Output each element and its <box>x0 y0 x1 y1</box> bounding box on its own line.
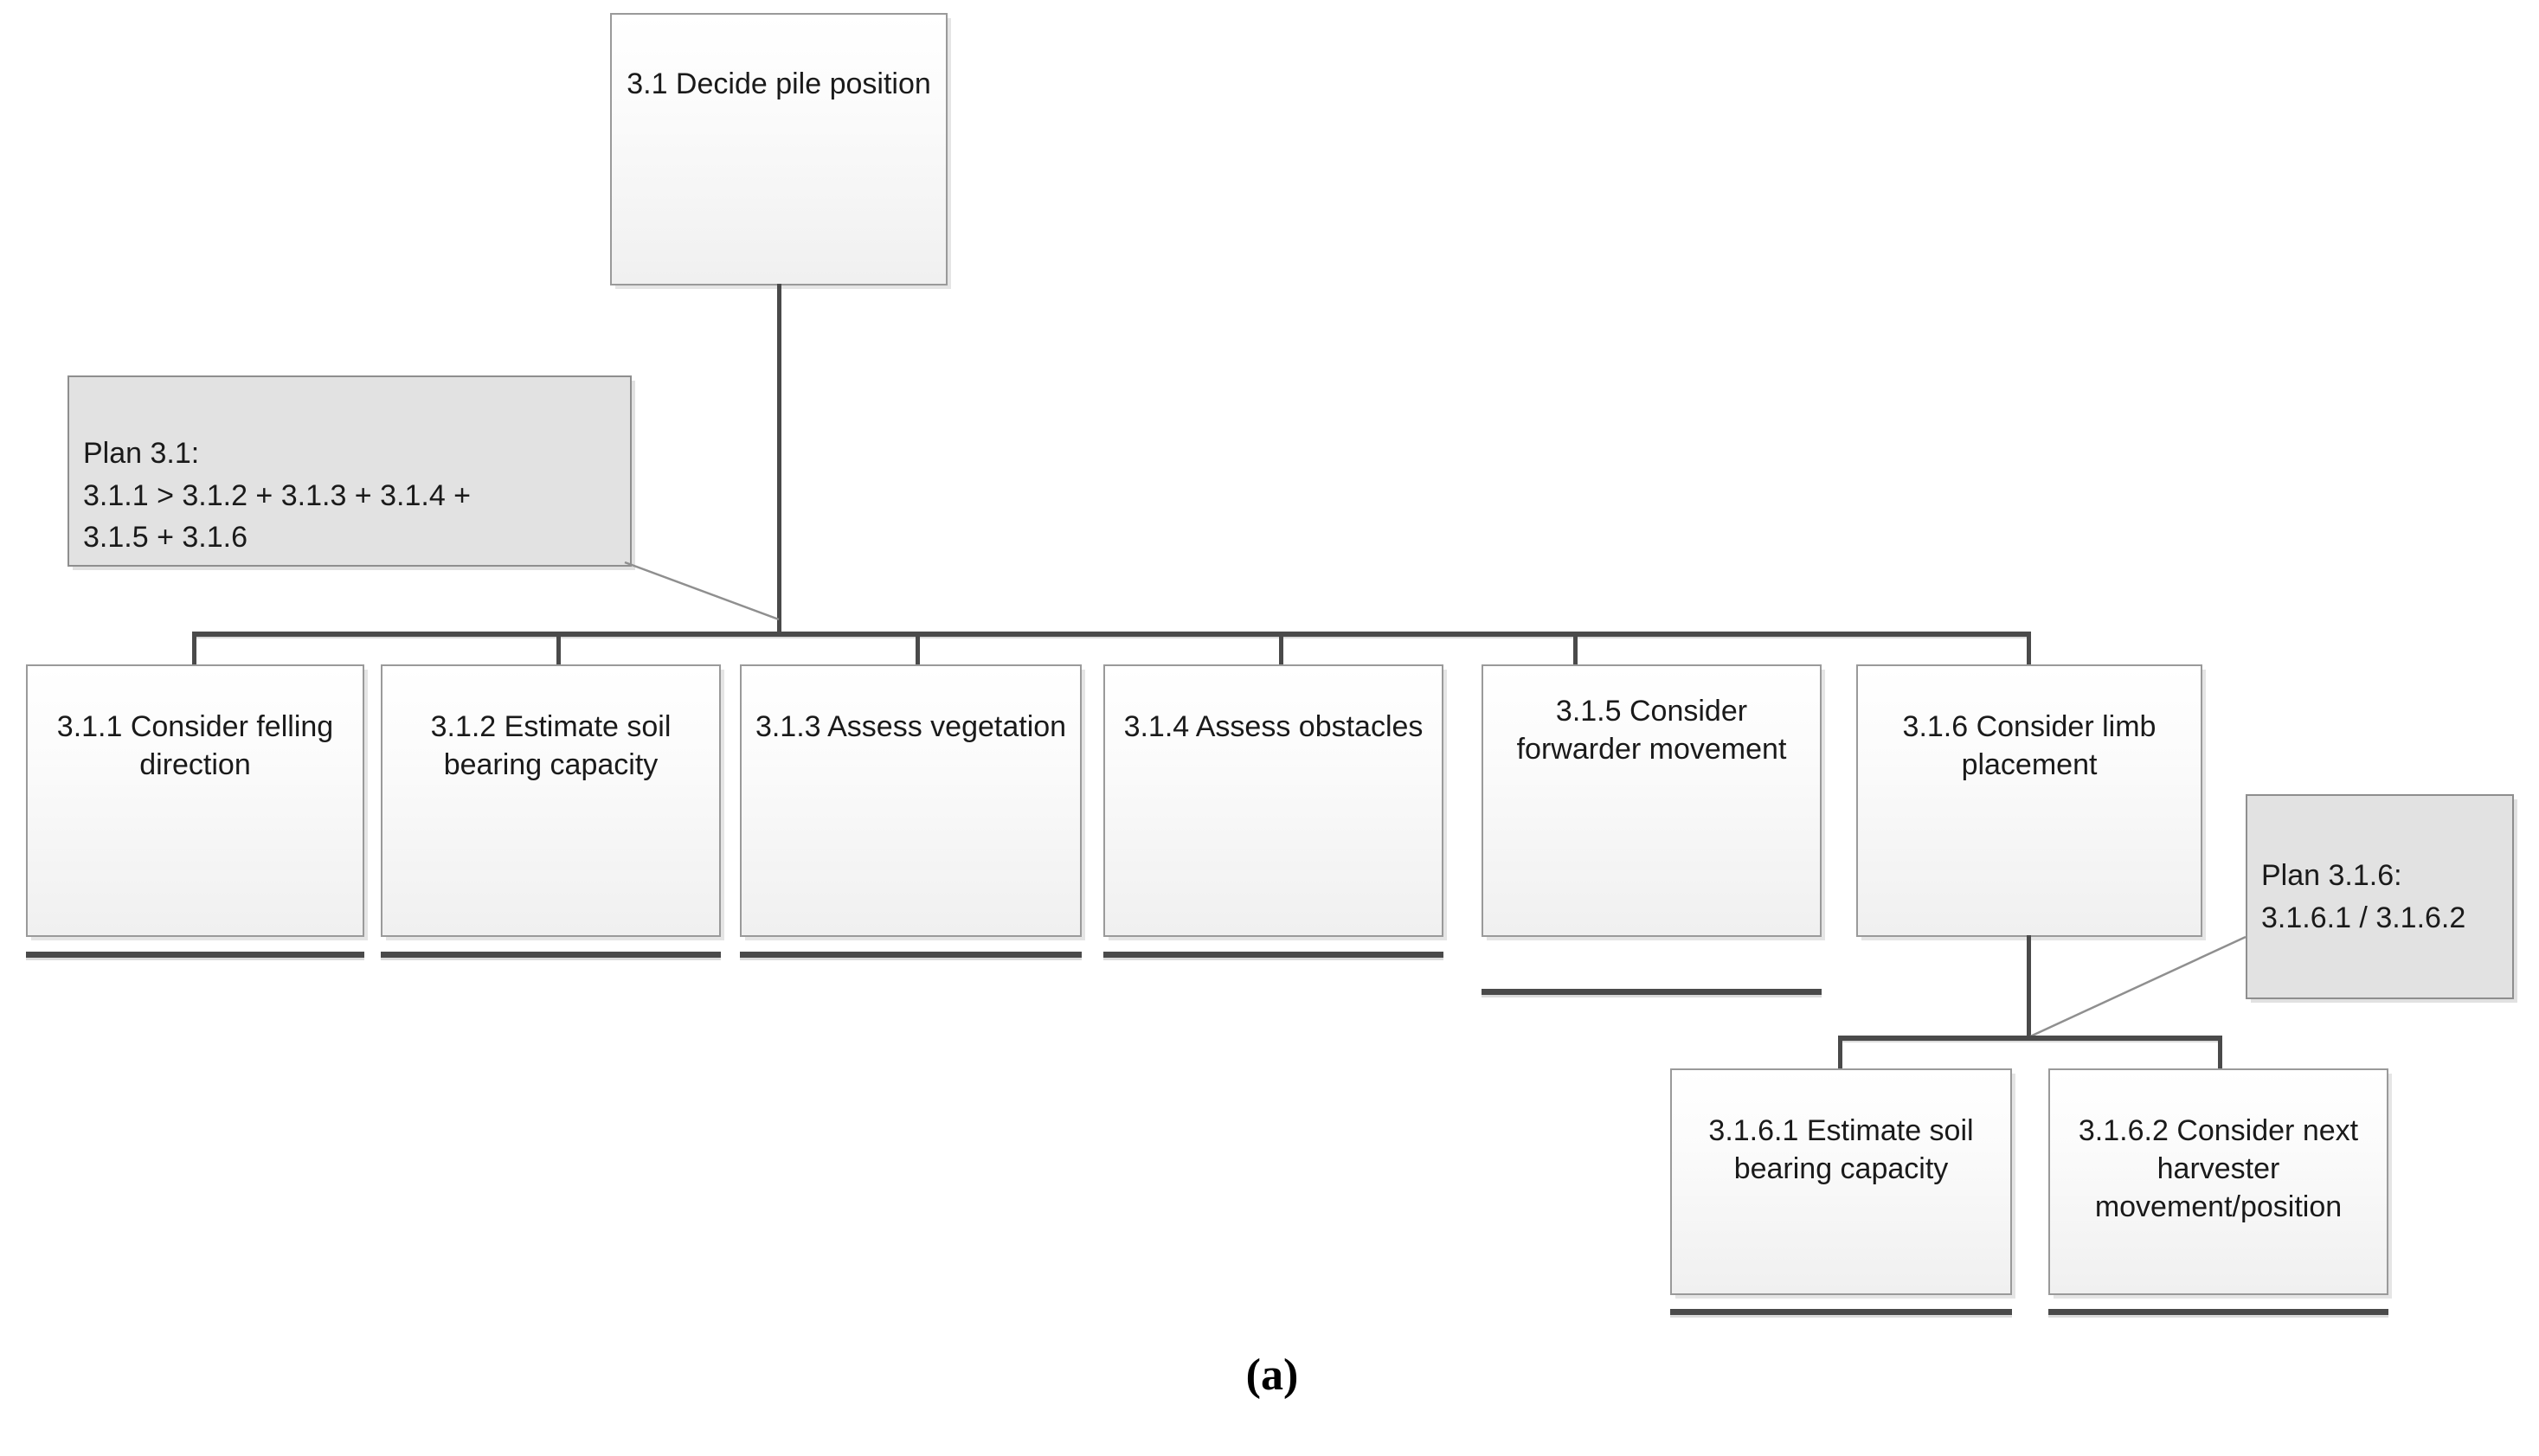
connector-drop-3-1-3 <box>916 632 920 666</box>
task-node-3-1-4-label: 3.1.4 Assess obstacles <box>1123 710 1424 743</box>
connector-drop-3-1-6-2 <box>2218 1036 2222 1070</box>
task-node-3-1-2[interactable]: 3.1.2 Estimate soil bearing capacity <box>381 664 721 937</box>
plan-box-3-1: Plan 3.1: 3.1.1 > 3.1.2 + 3.1.3 + 3.1.4 … <box>67 375 632 567</box>
task-node-3-1-6-2[interactable]: 3.1.6.2 Consider next harvester movement… <box>2048 1068 2388 1295</box>
connector-drop-3-1-2 <box>556 632 561 666</box>
task-node-3-1[interactable]: 3.1 Decide pile position <box>610 13 948 285</box>
task-node-3-1-2-label: 3.1.2 Estimate soil bearing capacity <box>430 710 672 782</box>
connector-drop-3-1-5 <box>1573 632 1578 666</box>
plan-box-3-1-6: Plan 3.1.6: 3.1.6.1 / 3.1.6.2 <box>2246 794 2514 999</box>
connector-main-bus <box>195 632 2031 637</box>
terminal-bar-3-1-2 <box>381 952 721 958</box>
connector-drop-3-1-1 <box>192 632 196 666</box>
task-node-3-1-label: 3.1 Decide pile position <box>627 67 931 100</box>
connector-drop-3-1-4 <box>1279 632 1283 666</box>
terminal-bar-3-1-4 <box>1103 952 1443 958</box>
plan-box-3-1-6-text: Plan 3.1.6: 3.1.6.1 / 3.1.6.2 <box>2261 859 2466 934</box>
task-node-3-1-6-2-label: 3.1.6.2 Consider next harvester movement… <box>2078 1114 2359 1224</box>
connector-root-stem <box>777 284 781 634</box>
terminal-bar-3-1-5 <box>1482 989 1822 995</box>
task-node-3-1-1-label: 3.1.1 Consider felling direction <box>56 710 334 782</box>
terminal-bar-3-1-3 <box>740 952 1082 958</box>
task-node-3-1-6-1[interactable]: 3.1.6.1 Estimate soil bearing capacity <box>1670 1068 2012 1295</box>
task-node-3-1-6[interactable]: 3.1.6 Consider limb placement <box>1856 664 2202 937</box>
plan-box-3-1-text: Plan 3.1: 3.1.1 > 3.1.2 + 3.1.3 + 3.1.4 … <box>83 437 472 554</box>
task-node-3-1-4[interactable]: 3.1.4 Assess obstacles <box>1103 664 1443 937</box>
task-node-3-1-6-1-label: 3.1.6.1 Estimate soil bearing capacity <box>1708 1114 1974 1186</box>
terminal-bar-3-1-6-1 <box>1670 1309 2012 1315</box>
task-node-3-1-1[interactable]: 3.1.1 Consider felling direction <box>26 664 364 937</box>
connector-sub-bus-3-1-6 <box>1841 1036 2222 1041</box>
connector-3-1-6-stem <box>2027 935 2031 1041</box>
connector-drop-3-1-6-1 <box>1838 1036 1842 1070</box>
terminal-bar-3-1-1 <box>26 952 364 958</box>
figure-caption: (a) <box>1245 1350 1299 1400</box>
task-node-3-1-6-label: 3.1.6 Consider limb placement <box>1902 710 2157 782</box>
task-node-3-1-5[interactable]: 3.1.5 Consider forwarder movement <box>1482 664 1822 937</box>
task-node-3-1-3[interactable]: 3.1.3 Assess vegetation <box>740 664 1082 937</box>
connector-drop-3-1-6 <box>2027 632 2031 666</box>
terminal-bar-3-1-6-2 <box>2048 1309 2388 1315</box>
task-node-3-1-5-label: 3.1.5 Consider forwarder movement <box>1516 695 1787 766</box>
task-node-3-1-3-label: 3.1.3 Assess vegetation <box>755 710 1067 743</box>
